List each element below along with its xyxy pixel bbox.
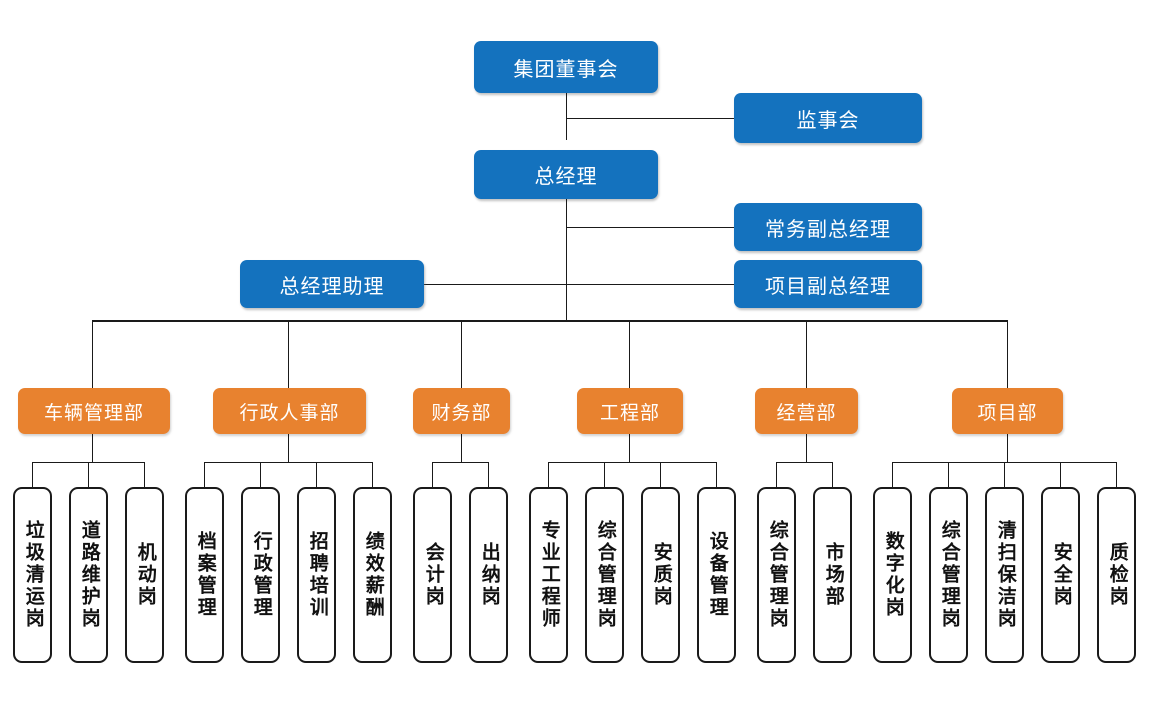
node-position-cashier[interactable]: 出纳岗: [469, 487, 508, 663]
position-label: 机动岗: [134, 542, 156, 608]
connector-gm-spine: [566, 199, 567, 321]
node-position-equipment-management[interactable]: 设备管理: [697, 487, 736, 663]
connector-dept3-leg-1: [432, 462, 433, 487]
node-position-cleaning-sanitation[interactable]: 清扫保洁岗: [985, 487, 1024, 663]
position-label: 会计岗: [422, 542, 444, 608]
position-label: 档案管理: [194, 531, 216, 619]
position-label: 数字化岗: [882, 531, 904, 619]
node-department-admin-hr[interactable]: 行政人事部: [213, 388, 366, 434]
connector-board-down: [566, 93, 567, 140]
connector-department-bus: [92, 320, 1008, 322]
position-label: 综合管理岗: [594, 520, 616, 630]
node-department-operations[interactable]: 经营部: [755, 388, 858, 434]
position-label: 安全岗: [1050, 542, 1072, 608]
connector-dept2-leg-2: [260, 462, 261, 487]
connector-bus-drop-3: [461, 320, 462, 388]
connector-dept4-stem: [629, 434, 630, 462]
node-position-archive-management[interactable]: 档案管理: [185, 487, 224, 663]
node-position-safety[interactable]: 安全岗: [1041, 487, 1080, 663]
node-position-accounting[interactable]: 会计岗: [413, 487, 452, 663]
connector-dept2-bar: [204, 462, 373, 463]
connector-executive-deputy: [566, 227, 734, 228]
position-label: 市场部: [822, 542, 844, 608]
connector-dept4-bar: [548, 462, 717, 463]
connector-dept4-leg-3: [660, 462, 661, 487]
node-position-quality-inspection[interactable]: 质检岗: [1097, 487, 1136, 663]
connector-dept6-leg-2: [948, 462, 949, 487]
node-position-recruitment-training[interactable]: 招聘培训: [297, 487, 336, 663]
connector-dept6-leg-3: [1004, 462, 1005, 487]
node-position-engineering-general-management[interactable]: 综合管理岗: [585, 487, 624, 663]
position-label: 招聘培训: [306, 531, 328, 619]
connector-dept2-leg-3: [316, 462, 317, 487]
node-department-vehicle-management[interactable]: 车辆管理部: [18, 388, 170, 434]
connector-dept2-leg-4: [372, 462, 373, 487]
connector-bus-drop-1: [92, 320, 93, 388]
position-label: 质检岗: [1106, 542, 1128, 608]
connector-bus-drop-6: [1007, 320, 1008, 388]
node-position-project-general-management[interactable]: 综合管理岗: [929, 487, 968, 663]
position-label: 垃圾清运岗: [22, 520, 44, 630]
node-position-marketing[interactable]: 市场部: [813, 487, 852, 663]
position-label: 安质岗: [650, 542, 672, 608]
position-label: 绩效薪酬: [362, 531, 384, 619]
connector-gm-assistant: [424, 284, 566, 285]
connector-dept5-leg-2: [832, 462, 833, 487]
node-gm-assistant[interactable]: 总经理助理: [240, 260, 424, 308]
connector-dept1-leg-3: [144, 462, 145, 487]
position-label: 清扫保洁岗: [994, 520, 1016, 630]
position-label: 专业工程师: [538, 520, 560, 630]
node-position-road-maintenance[interactable]: 道路维护岗: [69, 487, 108, 663]
connector-dept2-leg-1: [204, 462, 205, 487]
connector-dept1-leg-1: [32, 462, 33, 487]
position-label: 设备管理: [706, 531, 728, 619]
node-executive-deputy-gm[interactable]: 常务副总经理: [734, 203, 922, 251]
connector-dept4-leg-4: [716, 462, 717, 487]
connector-dept6-stem: [1007, 434, 1008, 462]
position-label: 综合管理岗: [766, 520, 788, 630]
node-position-administrative-management[interactable]: 行政管理: [241, 487, 280, 663]
connector-supervisory: [566, 118, 734, 119]
node-department-finance[interactable]: 财务部: [413, 388, 510, 434]
node-position-professional-engineer[interactable]: 专业工程师: [529, 487, 568, 663]
connector-dept5-stem: [806, 434, 807, 462]
node-general-manager[interactable]: 总经理: [474, 150, 658, 199]
connector-dept5-leg-1: [776, 462, 777, 487]
connector-bus-drop-5: [806, 320, 807, 388]
position-label: 综合管理岗: [938, 520, 960, 630]
node-position-garbage-removal[interactable]: 垃圾清运岗: [13, 487, 52, 663]
connector-bus-drop-4: [629, 320, 630, 388]
node-department-project[interactable]: 项目部: [952, 388, 1063, 434]
connector-dept1-stem: [92, 434, 93, 462]
connector-dept6-leg-4: [1060, 462, 1061, 487]
connector-dept6-leg-5: [1116, 462, 1117, 487]
node-position-operations-general-management[interactable]: 综合管理岗: [757, 487, 796, 663]
node-project-deputy-gm[interactable]: 项目副总经理: [734, 260, 922, 308]
connector-dept4-leg-2: [604, 462, 605, 487]
connector-dept6-leg-1: [892, 462, 893, 487]
connector-dept4-leg-1: [548, 462, 549, 487]
connector-dept1-leg-2: [88, 462, 89, 487]
connector-dept3-leg-2: [488, 462, 489, 487]
connector-dept3-bar: [432, 462, 489, 463]
connector-dept3-stem: [461, 434, 462, 462]
position-label: 行政管理: [250, 531, 272, 619]
position-label: 出纳岗: [478, 542, 500, 608]
node-position-digitalization[interactable]: 数字化岗: [873, 487, 912, 663]
connector-bus-drop-2: [288, 320, 289, 388]
connector-project-deputy: [566, 284, 734, 285]
node-board[interactable]: 集团董事会: [474, 41, 658, 93]
node-position-safety-quality[interactable]: 安质岗: [641, 487, 680, 663]
position-label: 道路维护岗: [78, 520, 100, 630]
node-department-engineering[interactable]: 工程部: [577, 388, 683, 434]
connector-dept2-stem: [288, 434, 289, 462]
node-supervisory-board[interactable]: 监事会: [734, 93, 922, 143]
node-position-mobile-duty[interactable]: 机动岗: [125, 487, 164, 663]
connector-dept5-bar: [776, 462, 833, 463]
node-position-performance-compensation[interactable]: 绩效薪酬: [353, 487, 392, 663]
